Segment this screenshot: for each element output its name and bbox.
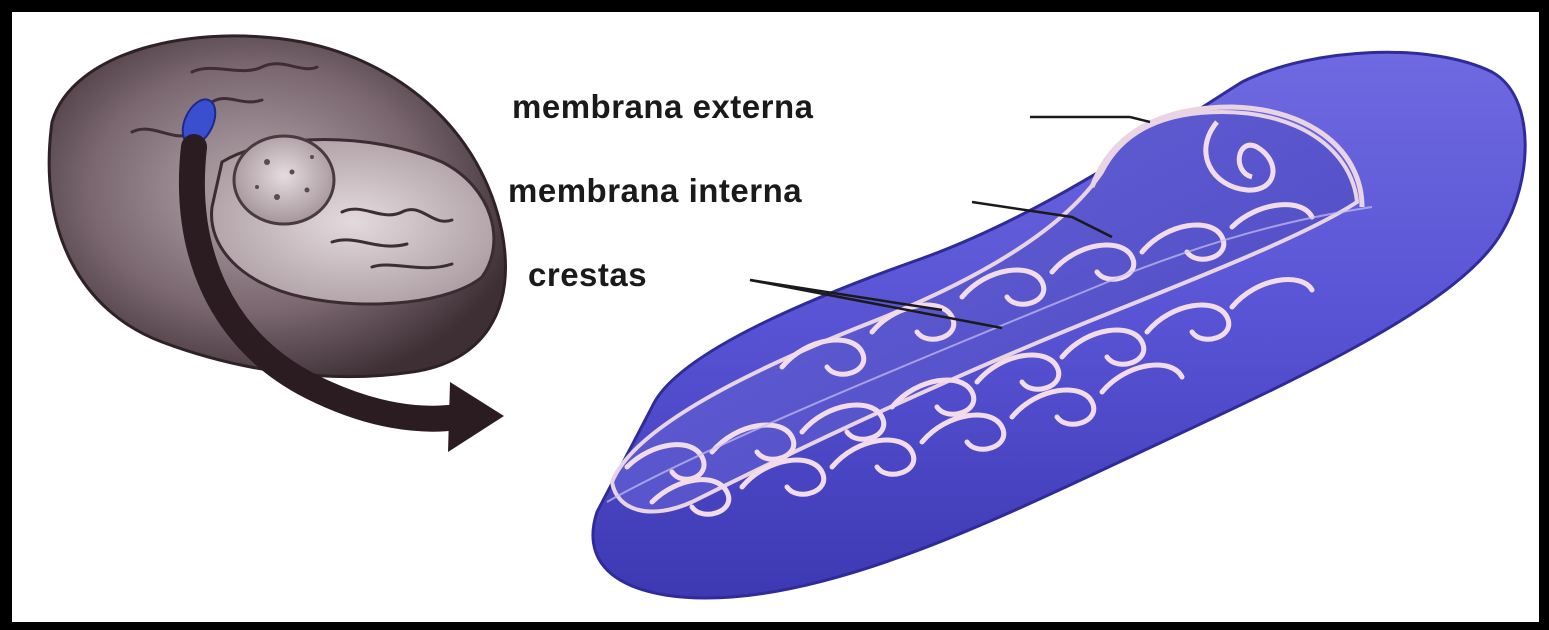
label-inner-membrane: membrana interna (508, 174, 802, 207)
cell-illustration (49, 36, 505, 377)
mitochondrion-cutaway (593, 52, 1525, 598)
diagram-canvas: membrana externa membrana interna cresta… (12, 12, 1539, 622)
label-cristae: crestas (528, 258, 647, 291)
label-outer-membrane: membrana externa (512, 90, 813, 123)
